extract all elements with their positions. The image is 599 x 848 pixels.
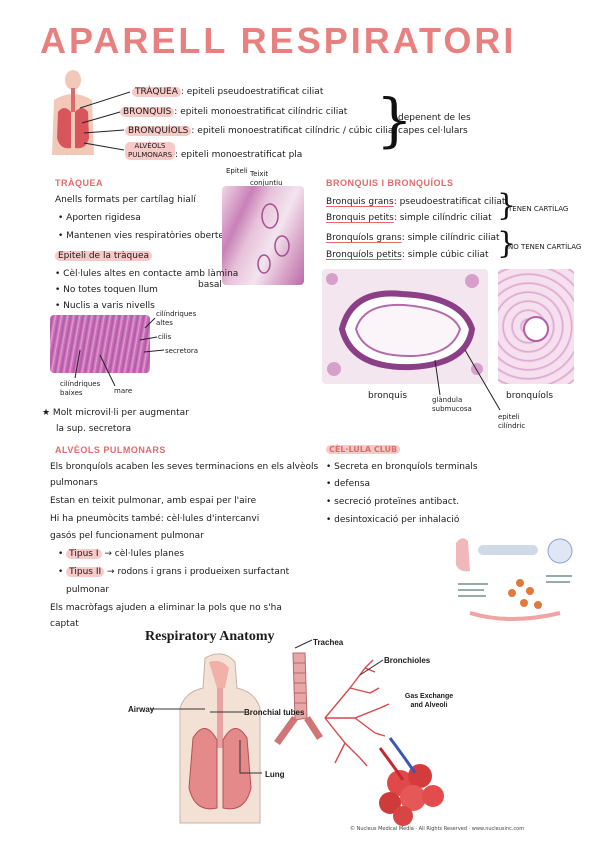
epi-line: basal <box>198 280 222 290</box>
anatomy-label-trachea: Trachea <box>313 638 344 647</box>
alveolus-cell-diagram <box>450 533 578 628</box>
micro-label: cilíndriques baixes <box>60 380 101 397</box>
bronquis-heading: BRONQUIS I BRONQUÍOLS <box>326 178 454 188</box>
epi-line: • Nuclis a varis nivells <box>55 301 155 311</box>
pointer-lines <box>80 91 130 151</box>
traquea-line: Anells formats per cartílag hialí <box>55 195 196 205</box>
alveols-heading: ALVÈOLS PULMONARS <box>55 445 166 455</box>
alveols-line: gasós pel funcionament pulmonar <box>50 531 204 541</box>
club-heading: CÈL·LULA CLUB <box>326 443 401 457</box>
top-note-line2: capes cel·lulars <box>398 126 468 136</box>
anatomy-label-lung: Lung <box>265 770 285 779</box>
club-line: • secreció proteïnes antibact. <box>326 497 460 507</box>
trachea-histology-image <box>222 186 304 285</box>
bronchus-pointer-lines <box>434 349 501 411</box>
micro-pointer-lines <box>74 317 165 387</box>
tipus2: • Tipus II → rodons i grans i produeixen… <box>58 567 290 577</box>
top-brace: } <box>376 86 413 154</box>
alveols-line: Hi ha pneumòcits també: cèl·lules d'inte… <box>50 514 260 524</box>
bronchiole-histology-image <box>498 269 574 384</box>
bronquis-row: Bronquis petits: simple cilíndric ciliat <box>326 213 492 223</box>
club-line: • Secreta en bronquíols terminals <box>326 462 478 472</box>
epi-line: • Cèl·lules altes en contacte amb làmina <box>55 269 239 279</box>
page-title: APARELL RESPIRATORI <box>40 20 517 61</box>
anatomy-label-bronchial-tubes: Bronchial tubes <box>244 708 305 717</box>
club-line: • desintoxicació per inhalació <box>326 515 460 525</box>
macro-line2: captat <box>50 619 79 629</box>
bronquis-row: Bronquíols petits: simple cúbic ciliat <box>326 250 489 260</box>
club-line: • defensa <box>326 479 371 489</box>
img-label: bronquis <box>368 391 408 401</box>
micro-label: mare <box>114 387 133 395</box>
img-label: epiteli cilíndric <box>498 413 526 430</box>
traquea-heading: TRÀQUEA <box>55 178 103 188</box>
traquea-line: • Mantenen vies respiratòries obertes <box>58 231 229 241</box>
alveols-line: Estan en teixit pulmonar, amb espai per … <box>50 496 257 506</box>
img-label: glàndula submucosa <box>432 396 472 413</box>
tipus2-cont: pulmonar <box>66 585 110 595</box>
label-epiteli: Epiteli <box>226 167 248 175</box>
anatomy-label-gas-exchange: Gas Exchange and Alveoli <box>404 693 454 709</box>
micro-label: cilíndriques altes <box>156 310 197 327</box>
top-item-alveols: ALVÈOLS PULMONARS: epiteli monoestratifi… <box>125 142 302 162</box>
micro-label: secretora <box>165 347 199 355</box>
top-item-bronquis: BRONQUIS: epiteli monoestratificat cilín… <box>120 106 347 119</box>
alveols-line: pulmonars <box>50 478 98 488</box>
top-note-line1: depenent de les <box>398 113 471 123</box>
respiratory-body-illustration <box>52 70 94 155</box>
anatomy-label-airway: Airway <box>128 705 155 714</box>
tipus1: • Tipus I → cèl·lules planes <box>58 549 185 559</box>
epi-heading: Epiteli de la tràquea <box>55 250 153 263</box>
micro-label: cilis <box>158 333 172 341</box>
anatomy-footer: © Nucleus Medical Media · All Rights Res… <box>350 826 525 832</box>
epithelium-micro-image <box>50 315 150 373</box>
alveols-line: Els bronquíols acaben les seves terminac… <box>50 462 319 472</box>
brace-label: NO TENEN CARTÍLAG <box>508 243 582 251</box>
img-label: bronquíols <box>506 391 554 401</box>
brace-cartilag: } <box>497 188 517 223</box>
label-teixit: Teixit conjuntiu <box>250 170 283 187</box>
epi-line: • No totes toquen llum <box>55 285 158 295</box>
brace-label: TENEN CARTÍLAG <box>508 205 569 213</box>
anatomy-label-bronchioles: Bronchioles <box>384 656 431 665</box>
traquea-line: • Aporten rigidesa <box>58 213 141 223</box>
top-item-traquea: TRÀQUEA: epiteli pseudoestratificat cili… <box>132 86 323 99</box>
macro-line1: Els macròfags ajuden a eliminar la pols … <box>50 603 282 613</box>
anatomy-pointer-lines <box>150 639 384 774</box>
anatomy-title: Respiratory Anatomy <box>145 629 275 644</box>
star-line2: la sup. secretora <box>56 424 132 434</box>
bronquis-row: Bronquíols grans: simple cilíndric cilia… <box>326 233 500 243</box>
top-item-bronquiols: BRONQUÍOLS: epiteli monoestratificat cil… <box>125 125 397 138</box>
star-line1: ★ Molt microvil·li per augmentar <box>42 408 189 418</box>
bronquis-row: Bronquis grans: pseudoestratificat cilia… <box>326 197 506 207</box>
bronchus-histology-image <box>322 269 488 384</box>
brace-no-cartilag: } <box>497 226 517 261</box>
